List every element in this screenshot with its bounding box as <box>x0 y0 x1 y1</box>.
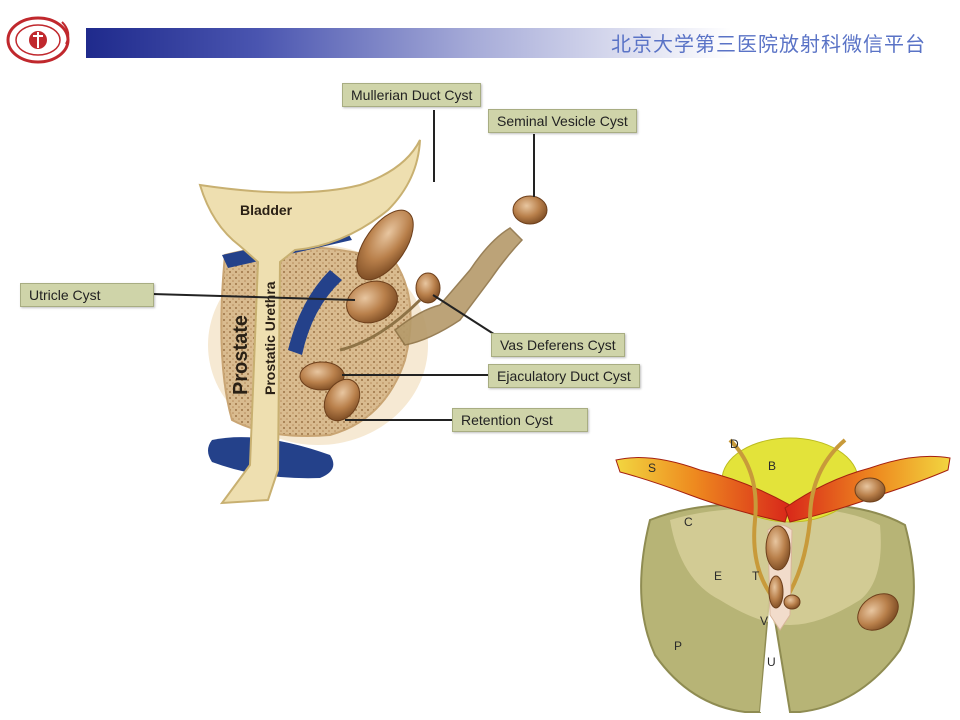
muscle-band-diagonal <box>288 270 342 355</box>
cyst-mullerian <box>356 209 414 281</box>
cyst-ejaculatory-coronal <box>768 575 784 609</box>
hospital-seal-icon <box>6 16 70 64</box>
leader-vas <box>432 294 501 339</box>
letter-b: B <box>768 459 776 473</box>
vas-right <box>783 438 847 602</box>
letter-s: S <box>648 461 656 475</box>
cyst-seminal-vesicle <box>512 195 548 225</box>
header-gradient-bar <box>86 28 946 58</box>
label-seminal-vesicle-cyst: Seminal Vesicle Cyst <box>488 109 637 133</box>
vas-left <box>728 438 777 602</box>
label-utricle-cyst: Utricle Cyst <box>20 283 154 307</box>
header-title: 北京大学第三医院放射科微信平台 <box>611 32 926 56</box>
midline-cleft <box>760 600 788 712</box>
letter-e: E <box>714 569 722 583</box>
label-mullerian-duct-cyst: Mullerian Duct Cyst <box>342 83 482 107</box>
urethra-label: Prostatic Urethra <box>262 281 278 395</box>
coronal-anatomy-diagram: D B S C E T V P U <box>615 437 951 713</box>
cyst-small-coronal <box>783 594 801 610</box>
letter-p: P <box>674 639 682 653</box>
letter-v: V <box>760 614 768 628</box>
cyst-utricle-coronal <box>765 525 791 571</box>
label-ejaculatory-duct-cyst: Ejaculatory Duct Cyst <box>488 364 640 388</box>
cyst-right-large <box>854 477 886 503</box>
label-retention-cyst: Retention Cyst <box>452 408 588 432</box>
label-vas-deferens-cyst: Vas Deferens Cyst <box>491 333 625 357</box>
leader-utricle <box>151 293 356 301</box>
letter-c: C <box>684 515 693 529</box>
seminal-vesicle-chain <box>393 227 524 346</box>
bladder-urethra <box>198 139 421 505</box>
cyst-utricle <box>346 280 398 324</box>
bladder-label: Bladder <box>240 202 293 218</box>
duct-line <box>339 298 422 352</box>
letter-d: D <box>730 437 739 451</box>
letter-t: T <box>752 569 760 583</box>
cyst-retention <box>323 378 361 422</box>
letter-u: U <box>767 655 776 669</box>
cyst-right-peripheral <box>857 593 899 631</box>
prostate-label: Prostate <box>230 315 252 395</box>
cyst-vas-deferens <box>415 272 441 304</box>
